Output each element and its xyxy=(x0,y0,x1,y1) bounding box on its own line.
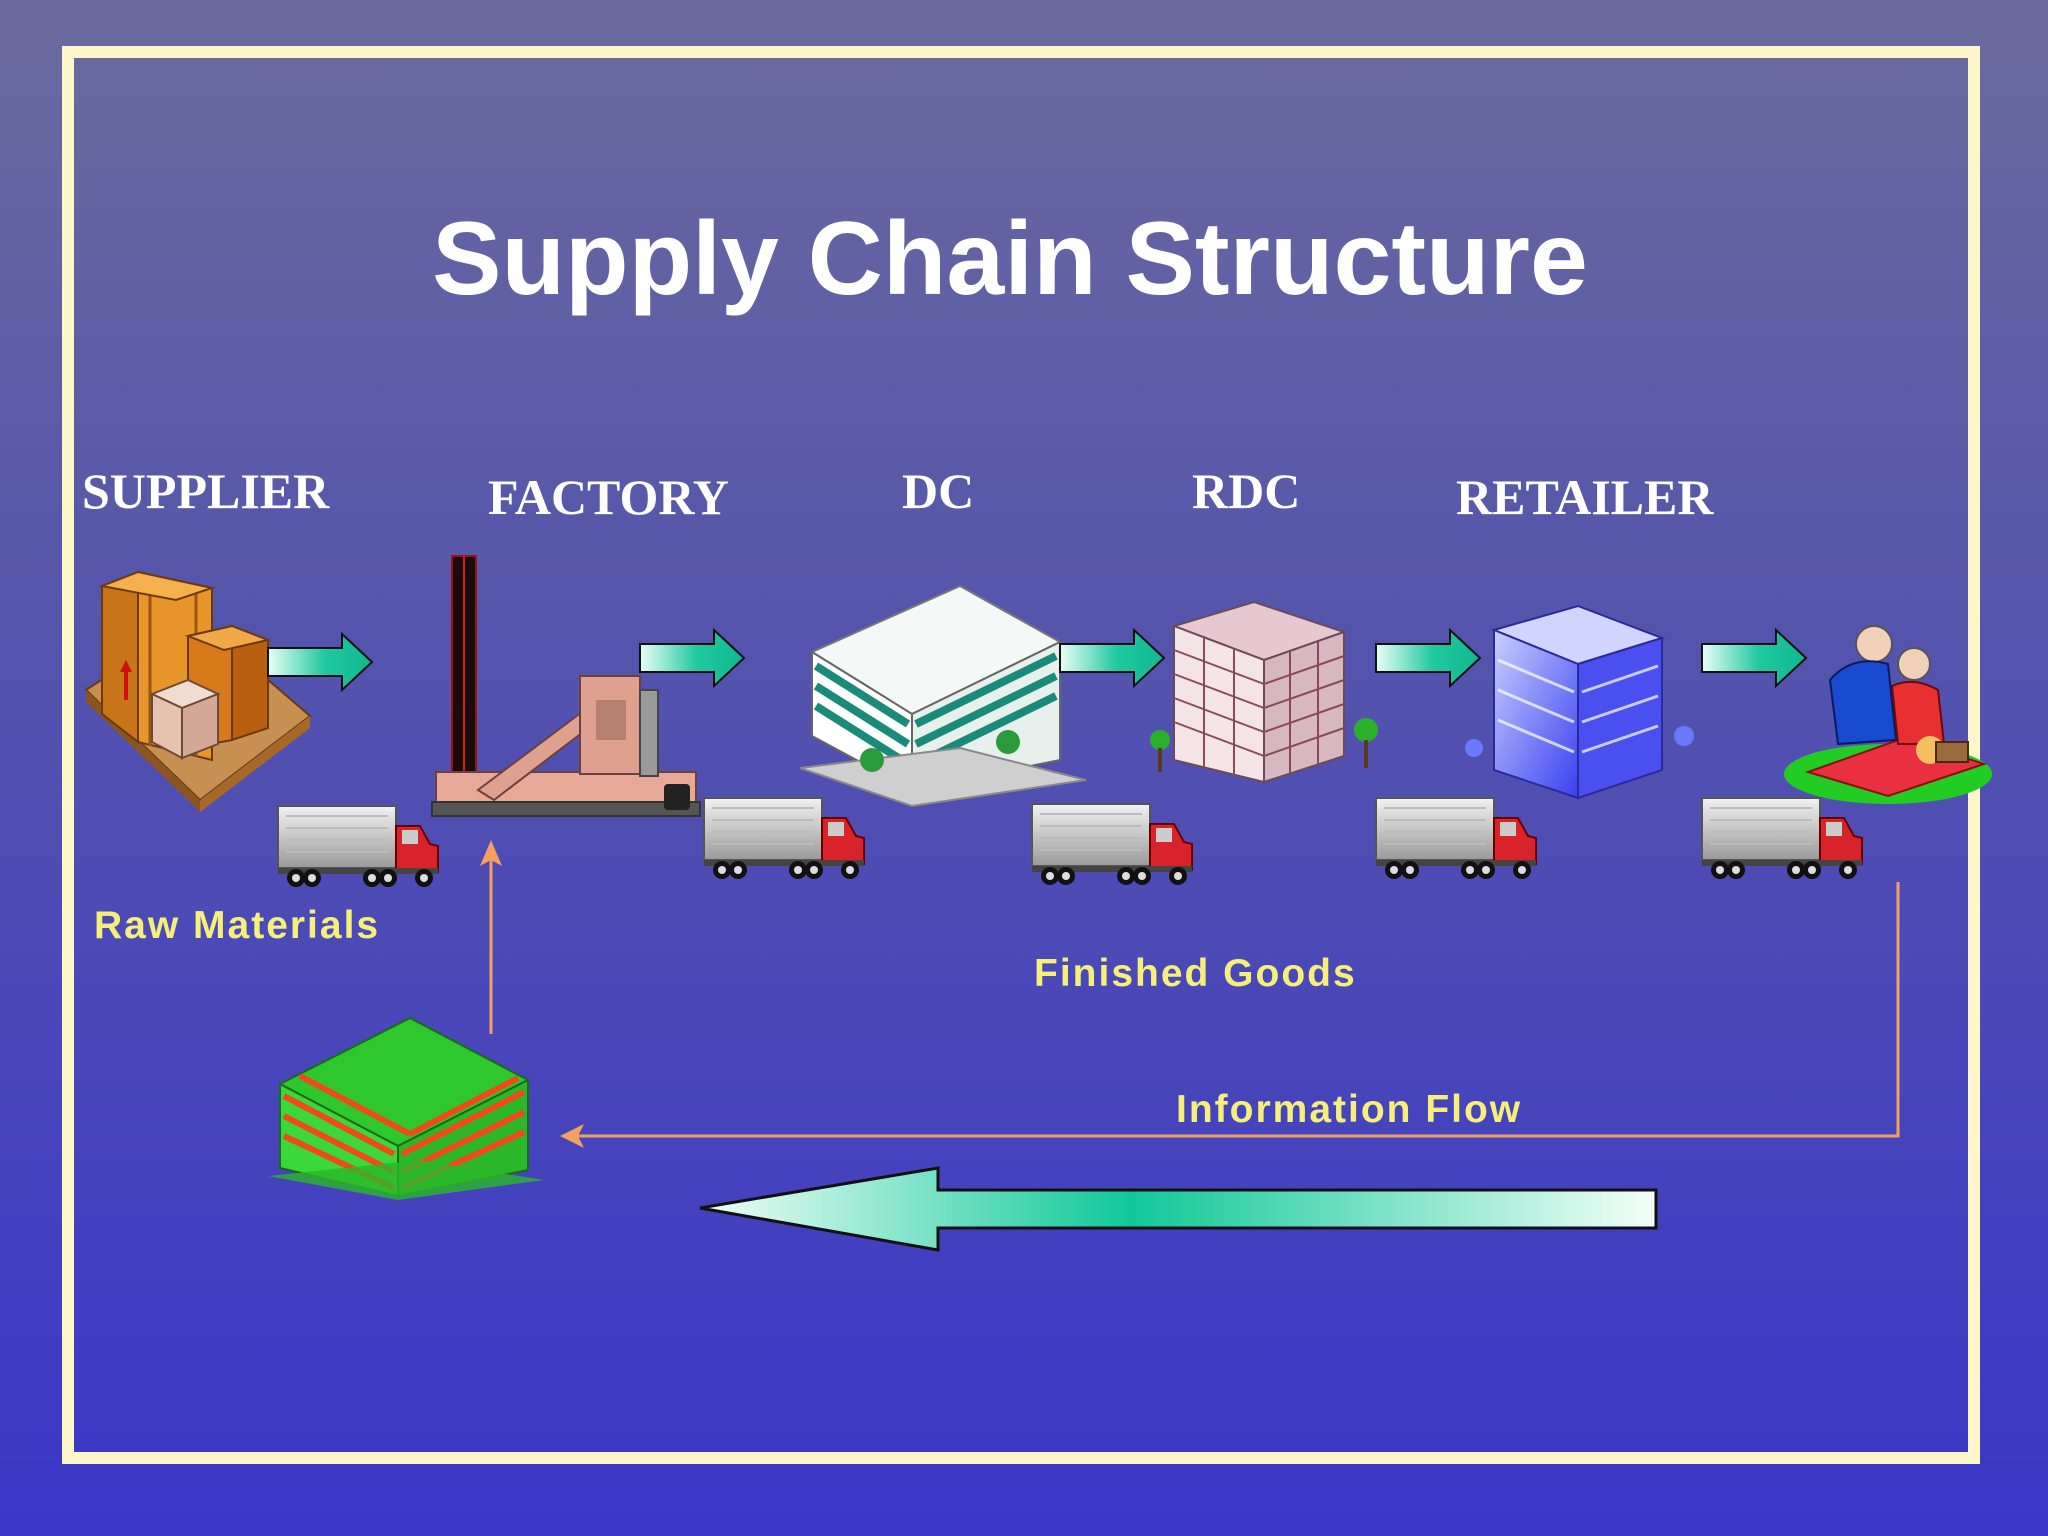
flow-arrow-retailer-customer xyxy=(1701,629,1807,687)
information-flow-arrow xyxy=(699,1166,1658,1252)
information-flow-label: Information Flow xyxy=(1176,1088,1523,1131)
green-building-icon xyxy=(268,1016,544,1200)
stage-label-supplier: SUPPLIER xyxy=(82,463,330,519)
office-building-icon xyxy=(799,584,1087,808)
flow-arrow-factory-dc xyxy=(639,629,745,687)
flow-arrow-rdc-retailer xyxy=(1375,629,1481,687)
truck-icon xyxy=(1701,797,1863,880)
stage-label-factory: FACTORY xyxy=(488,469,729,525)
stage-label-retailer: RETAILER xyxy=(1456,469,1714,525)
info-arrowhead-up xyxy=(480,840,502,866)
flow-arrow-supplier-factory xyxy=(267,633,373,691)
stage-label-dc: DC xyxy=(902,463,975,519)
blue-building-icon xyxy=(1465,604,1694,800)
factory-icon xyxy=(431,555,701,817)
truck-icon xyxy=(1375,797,1537,880)
slide-title: Supply Chain Structure xyxy=(432,201,1588,317)
information-flow-connector xyxy=(489,852,1900,1138)
truck-icon xyxy=(703,797,865,880)
crates-icon xyxy=(84,570,312,812)
customers-icon xyxy=(1784,625,1992,804)
flow-arrow-dc-rdc xyxy=(1059,629,1165,687)
truck-icon xyxy=(277,805,439,888)
finished-goods-label: Finished Goods xyxy=(1034,952,1357,995)
info-arrowhead-left xyxy=(560,1124,584,1148)
stage-label-rdc: RDC xyxy=(1192,463,1301,519)
truck-icon xyxy=(1031,803,1193,886)
slide-frame xyxy=(62,46,1980,1464)
apartment-building-icon xyxy=(1150,600,1378,784)
raw-materials-label: Raw Materials xyxy=(94,904,381,947)
